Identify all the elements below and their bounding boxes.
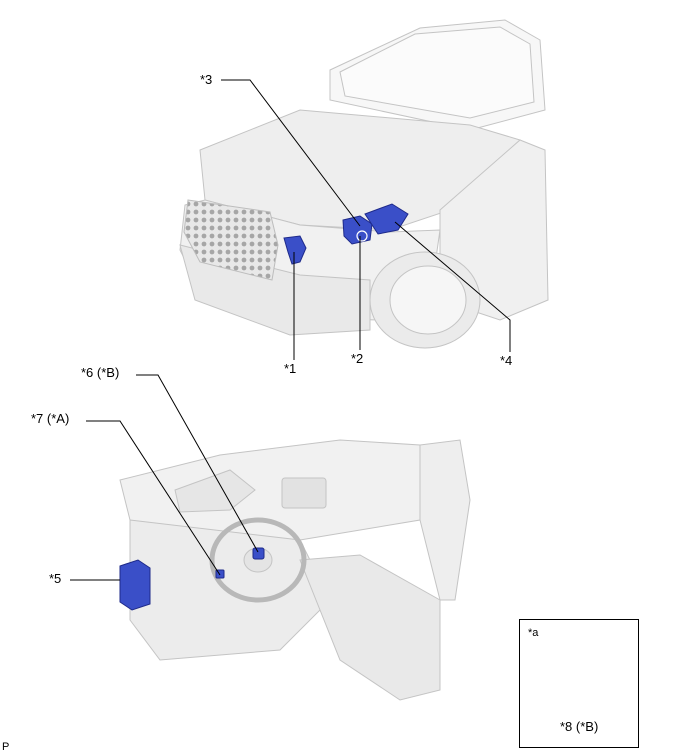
callout-2: *2: [351, 351, 364, 366]
front-vehicle-view: [179, 19, 549, 349]
callout-7-number: *7: [31, 411, 44, 426]
component-6: [252, 547, 265, 560]
corner-mark: P: [2, 741, 10, 753]
callout-3: *3: [200, 72, 213, 87]
interior-components: [119, 547, 265, 611]
interior-dashboard-view: [119, 439, 471, 701]
callout-7-ref: (*A): [46, 411, 70, 426]
callout-5: *5: [49, 571, 62, 586]
callout-8: *8 (*B): [560, 720, 598, 734]
leader-lines: [70, 79, 579, 706]
callout-6: *6 (*B): [81, 366, 119, 380]
component-1: [283, 235, 307, 265]
callout-8-number: *8: [560, 719, 573, 734]
grille: [183, 199, 279, 281]
callout-6-ref: (*B): [96, 365, 120, 380]
callout-4: *4: [500, 353, 513, 368]
callout-8-ref: (*B): [575, 719, 599, 734]
component-2: [342, 215, 373, 245]
callout-1: *1: [284, 361, 297, 376]
callout-6-number: *6: [81, 365, 94, 380]
component-5: [119, 559, 151, 611]
callout-7: *7 (*A): [31, 412, 69, 426]
front-components: [283, 203, 409, 265]
inset-box: *a: [519, 619, 639, 748]
inset-label: *a: [528, 627, 539, 639]
component-4: [364, 203, 409, 235]
